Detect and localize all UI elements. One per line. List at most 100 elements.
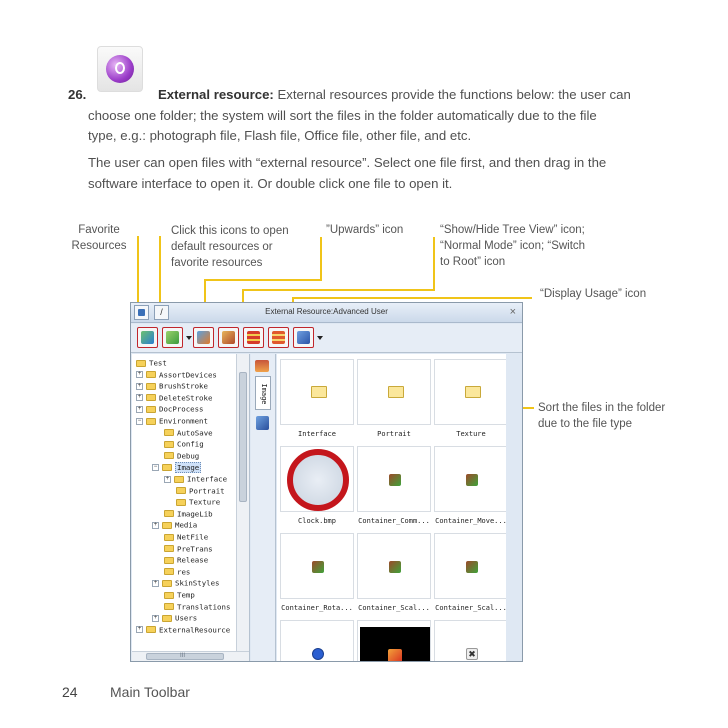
file-tile[interactable]: [357, 446, 431, 512]
tree-node[interactable]: −Image: [152, 461, 202, 473]
section-number: 26.: [68, 87, 87, 102]
side-tab-image[interactable]: Image: [255, 376, 271, 410]
file-tile[interactable]: ✖: [434, 620, 506, 661]
section-heading: External resource:: [158, 87, 274, 102]
container-icon: [466, 474, 478, 486]
file-tile[interactable]: [434, 446, 506, 512]
tree-node[interactable]: + DeleteStroke: [136, 392, 212, 403]
tree-node-label: ExternalResource: [159, 625, 231, 635]
folder-icon: [164, 545, 174, 553]
file-tile[interactable]: [280, 446, 354, 512]
tree-node-label: SkinStyles: [175, 578, 220, 588]
hscroll-grip: III: [180, 653, 186, 659]
folder-icon: [164, 440, 174, 448]
collapse-icon[interactable]: −: [136, 417, 143, 425]
file-tile[interactable]: [434, 533, 506, 599]
tree-node[interactable]: + ExternalResource: [136, 624, 230, 635]
expand-icon[interactable]: +: [152, 614, 159, 622]
folder-icon: [146, 417, 156, 425]
chevron-down-icon[interactable]: [317, 336, 323, 340]
tree-node[interactable]: res: [152, 566, 190, 577]
default-resources-button[interactable]: [137, 327, 158, 348]
tree-scrollbar-thumb[interactable]: [239, 372, 247, 502]
tree-node[interactable]: Debug: [152, 450, 199, 461]
tree-scrollbar[interactable]: [236, 354, 249, 651]
normal-mode-icon: [247, 331, 260, 344]
expand-icon[interactable]: +: [136, 394, 143, 402]
file-tile[interactable]: [434, 359, 506, 425]
callout-click-line3: favorite resources: [171, 257, 263, 269]
tree-node[interactable]: Portrait: [164, 485, 225, 496]
tree-node[interactable]: +AssortDevices: [136, 369, 217, 380]
tree-node-label: res: [177, 567, 191, 577]
tree-node[interactable]: NetFile: [152, 531, 208, 542]
favorite-resources-button[interactable]: [162, 327, 183, 348]
tree-node[interactable]: Test: [136, 357, 167, 368]
side-tab-label: Image: [260, 383, 268, 405]
section-text-line-4: The user can open files with “external r…: [88, 155, 607, 170]
expand-icon[interactable]: +: [152, 579, 159, 587]
tree-node[interactable]: +Interface: [164, 473, 227, 484]
folder-icon: [136, 359, 146, 367]
tree-node[interactable]: Temp: [152, 589, 195, 600]
section-text-line-2: choose one folder; the system will sort …: [88, 108, 597, 123]
file-tile[interactable]: [280, 359, 354, 425]
tree-node[interactable]: PreTrans: [152, 543, 213, 554]
folder-icon: [146, 394, 156, 402]
callout-upwards: ”Upwards” icon: [326, 224, 404, 236]
folder-icon: [164, 429, 174, 437]
folder-icon: [164, 603, 174, 611]
expand-icon[interactable]: +: [164, 475, 171, 483]
expand-icon[interactable]: +: [136, 626, 143, 634]
display-usage-button[interactable]: [293, 327, 314, 348]
tree-node[interactable]: Release: [152, 554, 208, 565]
close-icon[interactable]: ×: [509, 306, 516, 318]
callout-click-line2: default resources or: [171, 241, 273, 253]
file-tile[interactable]: [357, 533, 431, 599]
side-tab-usage-icon[interactable]: [256, 416, 269, 430]
file-tile-label: Container_Scal...: [435, 604, 506, 612]
show-hide-tree-button[interactable]: [218, 327, 239, 348]
expand-icon[interactable]: +: [136, 371, 143, 379]
file-tile[interactable]: [280, 620, 354, 661]
favorite-resources-tab[interactable]: [134, 305, 149, 320]
tree-node-label: DeleteStroke: [159, 393, 213, 403]
folder-icon: [162, 579, 172, 587]
folder-icon: [162, 463, 172, 471]
switch-to-root-button[interactable]: [268, 327, 289, 348]
collapse-icon[interactable]: −: [152, 463, 159, 471]
expand-icon[interactable]: +: [136, 405, 143, 413]
tree-hscroll-thumb[interactable]: [146, 653, 224, 660]
section-text-line-3: type, e.g.: photograph file, Flash file,…: [88, 128, 472, 143]
file-tile[interactable]: [357, 620, 431, 661]
tree-node[interactable]: +BrushStroke: [136, 380, 208, 391]
chevron-down-icon[interactable]: [186, 336, 192, 340]
expand-icon[interactable]: +: [152, 521, 159, 529]
normal-mode-button[interactable]: [243, 327, 264, 348]
tree-node[interactable]: Config: [152, 438, 204, 449]
tree-node[interactable]: +Media: [152, 519, 197, 530]
side-tab-folder-icon[interactable]: [255, 360, 269, 372]
pin-icon[interactable]: /: [154, 305, 169, 320]
folder-icon: [311, 386, 327, 398]
file-tile-label: Texture: [456, 430, 486, 438]
tree-node[interactable]: Texture: [164, 496, 220, 507]
tree-node[interactable]: Translations: [152, 601, 230, 612]
page-number: 24: [62, 684, 78, 700]
file-tile-label: Container_Comm...: [358, 517, 430, 525]
callout-display-usage: “Display Usage” icon: [540, 288, 647, 300]
tree-node[interactable]: −Environment: [136, 415, 208, 426]
close-icon: ✖: [466, 648, 478, 660]
tree-node[interactable]: ImageLib: [152, 508, 213, 519]
tree-node[interactable]: + SkinStyles: [152, 577, 220, 588]
expand-icon[interactable]: +: [136, 382, 143, 390]
callout-line: [320, 237, 322, 281]
container-icon: [466, 561, 478, 573]
tree-horizontal-scrollbar[interactable]: III: [132, 651, 249, 661]
file-tile[interactable]: [357, 359, 431, 425]
tree-node[interactable]: AutoSave: [152, 427, 213, 438]
file-tile[interactable]: [280, 533, 354, 599]
upwards-button[interactable]: [193, 327, 214, 348]
tree-node[interactable]: +Users: [152, 612, 197, 623]
tree-node[interactable]: +DocProcess: [136, 403, 204, 414]
